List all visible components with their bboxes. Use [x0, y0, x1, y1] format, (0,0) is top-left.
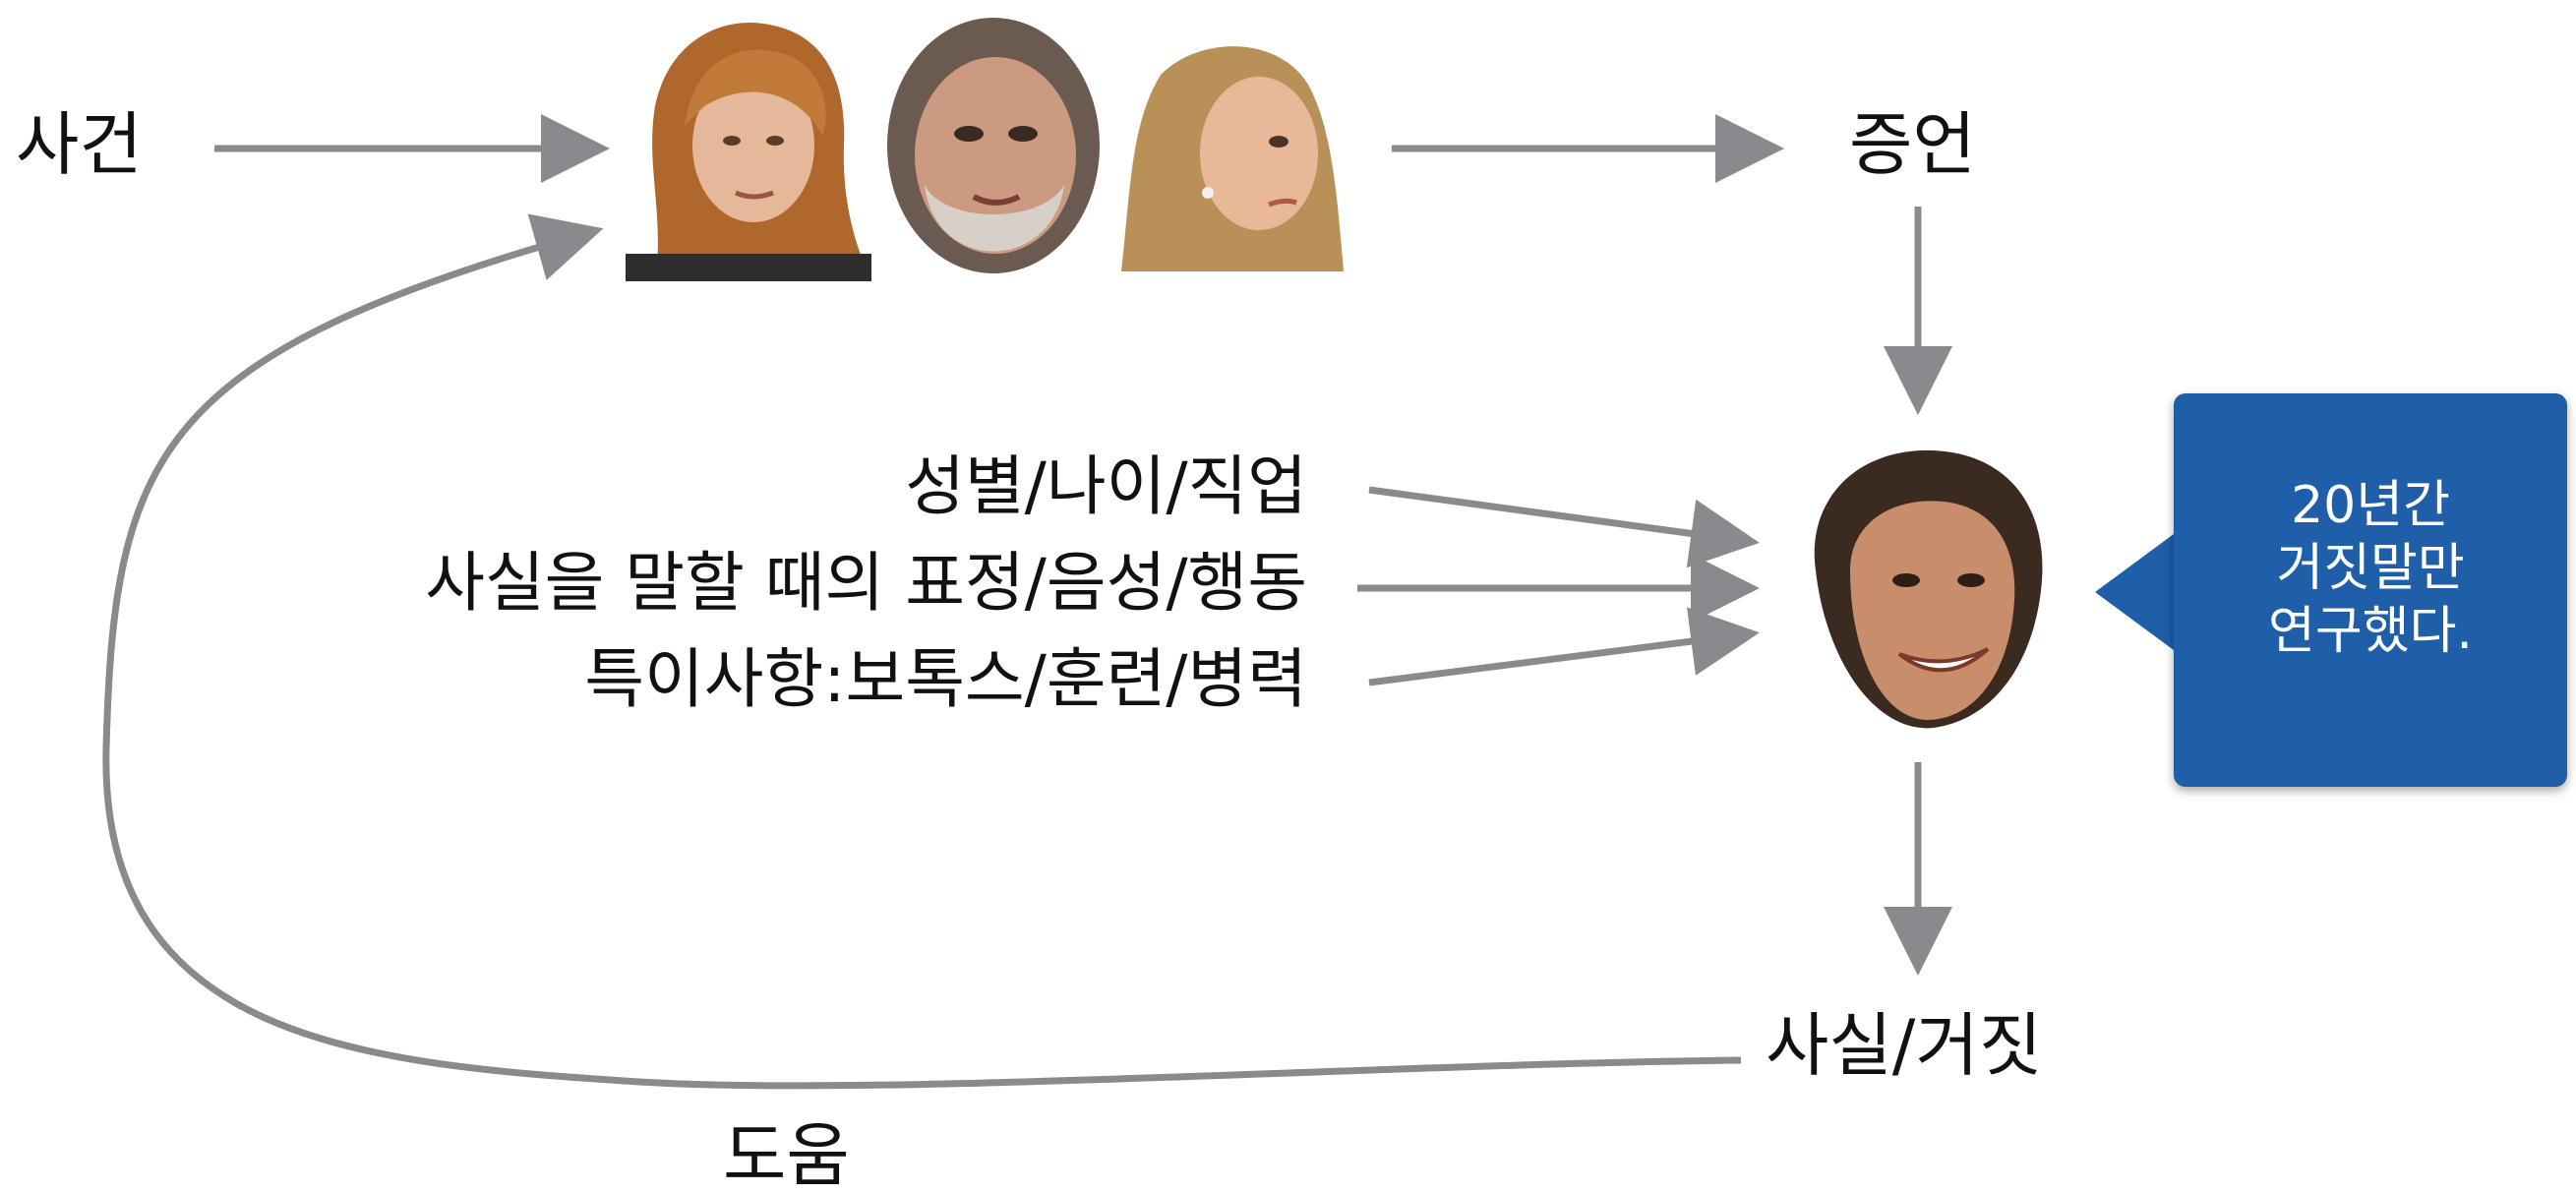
- witness-face-3: [1121, 46, 1344, 271]
- testimony-label: 증언: [1849, 104, 1976, 185]
- verdict-label: 사실/거짓: [1766, 1005, 2043, 1086]
- witness-face-2: [887, 18, 1100, 273]
- callout-text: 20년간 거짓말만 연구했다.: [2174, 474, 2567, 663]
- callout-line-1: 20년간: [2291, 476, 2450, 535]
- callout-line-3: 연구했다.: [2268, 602, 2473, 661]
- factor-special-notes: 특이사항:보톡스/훈련/병력: [584, 641, 1307, 717]
- arrow-factor-3: [1368, 607, 1760, 686]
- factor-expressions: 사실을 말할 때의 표정/음성/행동: [425, 545, 1307, 621]
- factor-demographics: 성별/나이/직업: [905, 448, 1307, 524]
- callout-pointer: [2095, 531, 2178, 653]
- help-label: 도움: [723, 1115, 850, 1193]
- callout-box: 20년간 거짓말만 연구했다.: [2174, 393, 2567, 787]
- arrow-feedback-loop: [102, 213, 1742, 1090]
- callout-line-2: 거짓말만: [2276, 539, 2465, 598]
- arrow-factor-1: [1368, 486, 1760, 568]
- incident-label: 사건: [16, 104, 143, 185]
- witness-face-1: [626, 23, 871, 281]
- expert-face: [1814, 449, 2043, 729]
